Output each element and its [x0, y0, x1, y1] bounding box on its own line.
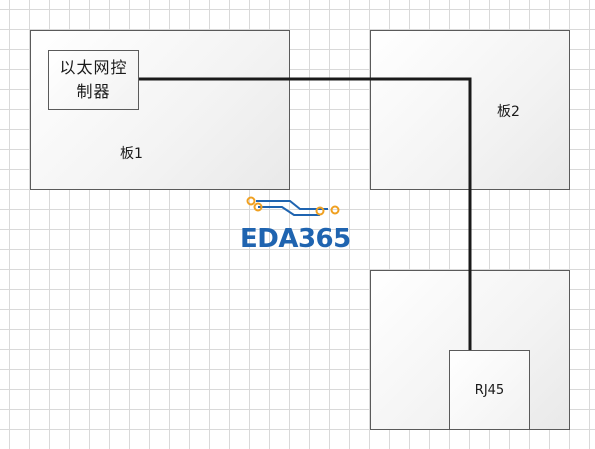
rj45-label: RJ45	[474, 382, 505, 398]
logo-text: EDA365	[240, 224, 351, 254]
board-2-label: 板2	[497, 104, 520, 120]
eda365-logo: EDA365	[240, 194, 355, 256]
rj45-box: RJ45	[449, 350, 530, 430]
ethernet-controller-label: 以太网控制器	[59, 58, 128, 101]
pcb-trace-icon	[246, 196, 340, 216]
wire-path	[139, 77, 472, 350]
ethernet-controller-box: 以太网控制器	[48, 50, 139, 110]
board-1-label: 板1	[120, 146, 143, 162]
